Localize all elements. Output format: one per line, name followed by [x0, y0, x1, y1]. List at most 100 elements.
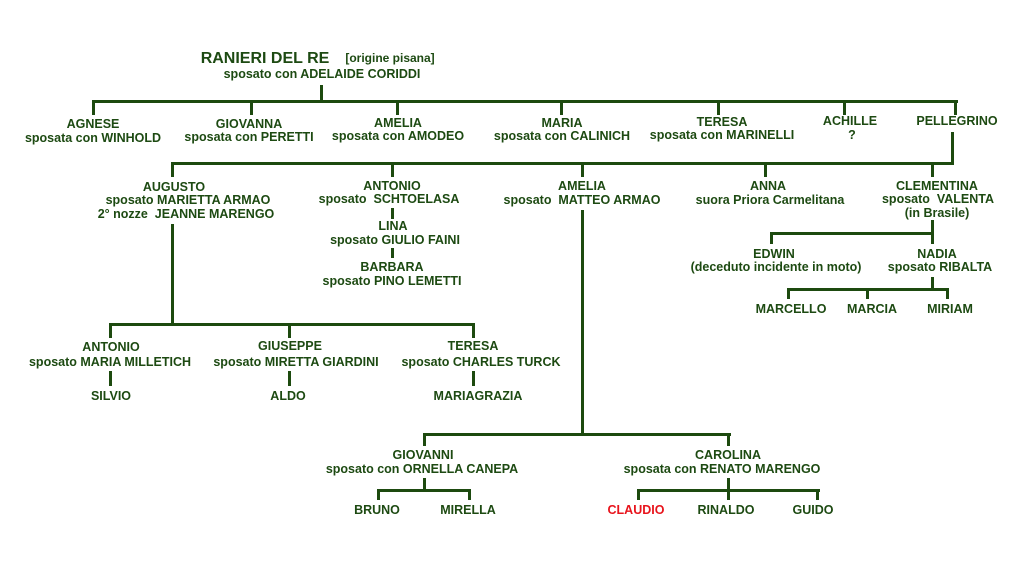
person-augusto: AUGUSTO — [142, 180, 206, 194]
connector — [171, 162, 174, 177]
person-aldo: ALDO — [270, 389, 306, 403]
person-lina: LINA — [378, 219, 408, 233]
connector — [866, 288, 869, 299]
connector — [581, 162, 584, 177]
person-pellegrino: PELLEGRINO — [916, 114, 998, 128]
connector — [109, 323, 112, 338]
person-amelia-armao: AMELIA — [558, 179, 606, 193]
person-claudio-highlighted: CLAUDIO — [607, 503, 665, 517]
person-note: sposata con WINHOLD — [24, 131, 162, 145]
connector — [951, 132, 954, 165]
person-miriam: MIRIAM — [927, 302, 973, 316]
person-note: sposato RIBALTA — [887, 260, 993, 274]
connector — [171, 162, 954, 165]
connector — [377, 489, 471, 492]
person-rinaldo: RINALDO — [697, 503, 755, 517]
connector — [92, 100, 958, 103]
connector — [396, 100, 399, 115]
person-agnese: AGNESE — [66, 117, 120, 131]
person-marcello: MARCELLO — [755, 302, 827, 316]
connector — [727, 433, 730, 446]
connector — [931, 232, 934, 244]
connector — [843, 100, 846, 115]
person-note: sposato PINO LEMETTI — [322, 274, 462, 288]
person-note: sposato MARIA MILLETICH — [28, 355, 192, 369]
root-name: RANIERI DEL RE — [200, 50, 330, 67]
root-origin: [origine pisana] — [345, 51, 435, 65]
person-note: sposato GIULIO FAINI — [330, 233, 460, 247]
connector — [816, 489, 819, 500]
connector — [727, 478, 730, 491]
person-bruno: BRUNO — [354, 503, 400, 517]
connector — [171, 224, 174, 326]
person-edwin: EDWIN — [753, 247, 795, 261]
person-giuseppe: GIUSEPPE — [258, 339, 322, 353]
connector — [288, 323, 291, 338]
root-spouse: sposato con ADELAIDE CORIDDI — [223, 67, 421, 81]
connector — [92, 100, 95, 115]
person-carolina: CAROLINA — [695, 448, 761, 462]
connector — [560, 100, 563, 115]
connector — [391, 248, 394, 258]
person-barbara: BARBARA — [360, 260, 424, 274]
person-note: (in Brasile) — [904, 206, 970, 220]
connector — [109, 323, 475, 326]
connector — [931, 162, 934, 177]
connector — [391, 208, 394, 219]
person-teresa-turck: TERESA — [447, 339, 499, 353]
connector — [423, 433, 731, 436]
connector — [581, 210, 584, 436]
connector — [423, 478, 426, 491]
connector — [637, 489, 640, 500]
person-note: 2° nozze JEANNE MARENGO — [97, 207, 275, 221]
person-silvio: SILVIO — [90, 389, 132, 403]
person-mirella: MIRELLA — [440, 503, 496, 517]
connector — [787, 288, 790, 299]
person-note: sposata con RENATO MARENGO — [623, 462, 821, 476]
person-marcia: MARCIA — [847, 302, 897, 316]
connector — [472, 323, 475, 338]
person-note: ? — [848, 128, 856, 142]
person-mariagrazia: MARIAGRAZIA — [433, 389, 523, 403]
connector — [764, 162, 767, 177]
connector — [717, 100, 720, 115]
person-clementina: CLEMENTINA — [896, 179, 978, 193]
person-antonio-milletich: ANTONIO — [82, 340, 140, 354]
connector — [468, 489, 471, 500]
person-guido: GUIDO — [792, 503, 834, 517]
connector — [727, 489, 730, 500]
connector — [391, 162, 394, 177]
connector — [931, 220, 934, 235]
connector — [423, 433, 426, 446]
person-note: sposata con CALINICH — [493, 129, 631, 143]
person-note: sposato SCHTOELASA — [318, 192, 460, 206]
connector — [377, 489, 380, 500]
person-note: sposato VALENTA — [881, 192, 995, 206]
person-maria: MARIA — [541, 116, 583, 130]
connector — [770, 232, 773, 244]
connector — [250, 100, 253, 115]
person-note: sposata con MARINELLI — [649, 128, 795, 142]
person-note: suora Priora Carmelitana — [695, 193, 845, 207]
person-note: sposato CHARLES TURCK — [401, 355, 561, 369]
person-teresa: TERESA — [696, 115, 748, 129]
person-note: sposato MARIETTA ARMAO — [105, 193, 271, 207]
connector — [770, 232, 934, 235]
person-note: sposato con ORNELLA CANEPA — [325, 462, 519, 476]
connector — [946, 288, 949, 299]
person-giovanna: GIOVANNA — [215, 117, 283, 131]
person-note: sposata con PERETTI — [184, 130, 314, 144]
person-note: sposata con AMODEO — [331, 129, 465, 143]
person-nadia: NADIA — [917, 247, 957, 261]
connector — [320, 85, 323, 102]
person-anna: ANNA — [749, 179, 787, 193]
connector — [954, 100, 957, 115]
connector — [931, 277, 934, 290]
person-achille: ACHILLE — [822, 114, 878, 128]
person-note: sposato MIRETTA GIARDINI — [213, 355, 379, 369]
connector — [288, 371, 291, 386]
connector — [472, 371, 475, 386]
person-amelia: AMELIA — [374, 116, 422, 130]
person-note: (deceduto incidente in moto) — [690, 260, 862, 274]
